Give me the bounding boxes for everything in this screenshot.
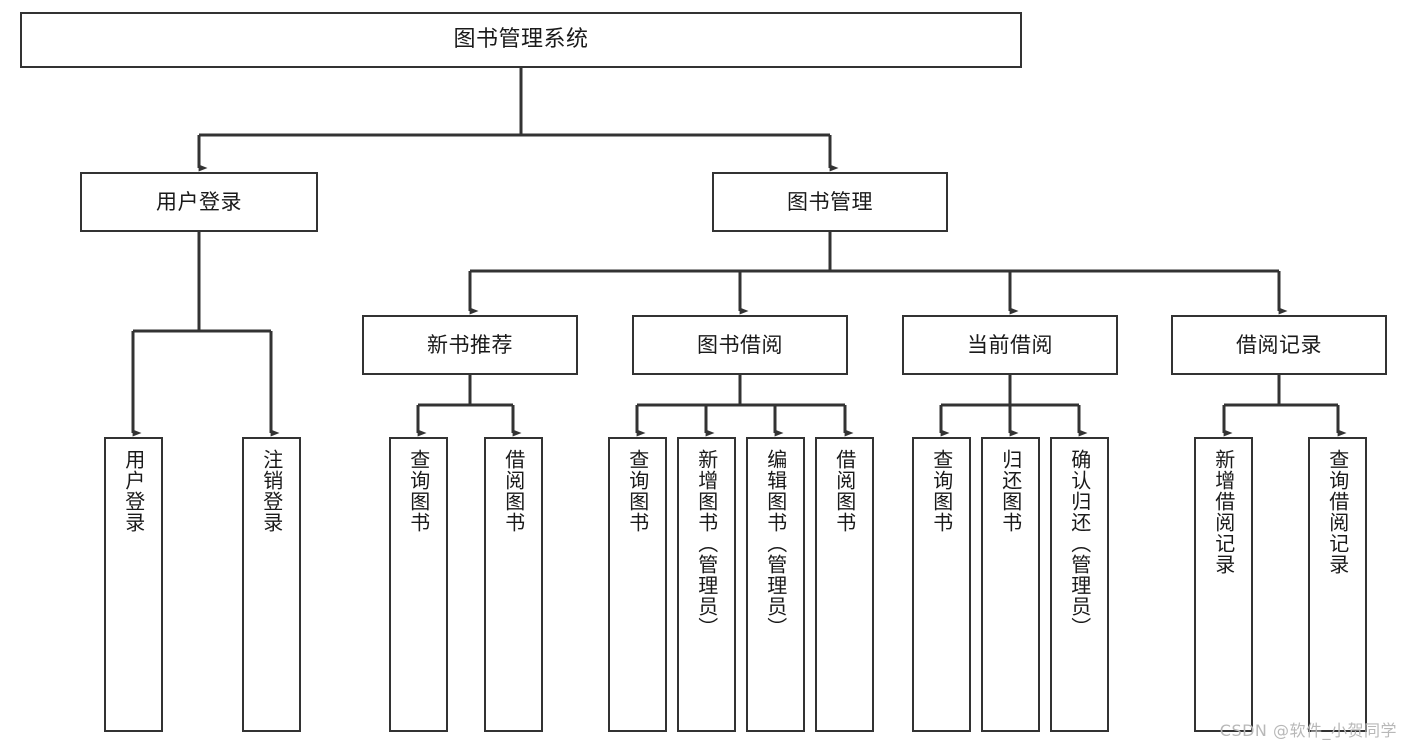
node-book-borrow-label: 图书借阅 — [697, 332, 783, 357]
node-leaf-query-book-1[interactable]: 查询图书 — [389, 437, 448, 732]
node-new-book-recommend-label: 新书推荐 — [427, 332, 513, 357]
csdn-watermark: CSDN @软件_小贺同学 — [1219, 721, 1397, 740]
node-current-borrow-label: 当前借阅 — [967, 332, 1053, 357]
node-leaf-query-record-label: 查询借阅记录 — [1325, 449, 1350, 575]
node-leaf-borrow-book-2-label: 借阅图书 — [832, 449, 857, 533]
node-leaf-edit-book[interactable]: 编辑图书（管理员） — [746, 437, 805, 732]
node-current-borrow[interactable]: 当前借阅 — [902, 315, 1118, 375]
node-leaf-edit-book-label: 编辑图书（管理员） — [763, 449, 788, 638]
node-leaf-add-record-label: 新增借阅记录 — [1211, 449, 1236, 575]
node-new-book-recommend[interactable]: 新书推荐 — [362, 315, 578, 375]
node-book-manage-label: 图书管理 — [787, 189, 873, 214]
node-root-system[interactable]: 图书管理系统 — [20, 12, 1022, 68]
node-leaf-query-book-3-label: 查询图书 — [929, 449, 954, 533]
node-leaf-query-book-1-label: 查询图书 — [406, 449, 431, 533]
node-leaf-query-book-3[interactable]: 查询图书 — [912, 437, 971, 732]
node-book-borrow[interactable]: 图书借阅 — [632, 315, 848, 375]
node-borrow-record[interactable]: 借阅记录 — [1171, 315, 1387, 375]
node-root-system-label: 图书管理系统 — [453, 27, 589, 53]
node-leaf-user-logout[interactable]: 注销登录 — [242, 437, 301, 732]
node-leaf-user-logout-label: 注销登录 — [259, 449, 284, 533]
node-leaf-query-record[interactable]: 查询借阅记录 — [1308, 437, 1367, 732]
node-user-login[interactable]: 用户登录 — [80, 172, 318, 232]
node-leaf-query-book-2[interactable]: 查询图书 — [608, 437, 667, 732]
node-leaf-confirm-return-label: 确认归还（管理员） — [1067, 449, 1092, 638]
node-leaf-return-book-label: 归还图书 — [998, 449, 1023, 533]
node-leaf-add-book[interactable]: 新增图书（管理员） — [677, 437, 736, 732]
node-leaf-confirm-return[interactable]: 确认归还（管理员） — [1050, 437, 1109, 732]
node-leaf-borrow-book-2[interactable]: 借阅图书 — [815, 437, 874, 732]
node-leaf-borrow-book-1-label: 借阅图书 — [501, 449, 526, 533]
node-borrow-record-label: 借阅记录 — [1236, 332, 1322, 357]
node-leaf-query-book-2-label: 查询图书 — [625, 449, 650, 533]
node-book-manage[interactable]: 图书管理 — [712, 172, 948, 232]
node-leaf-return-book[interactable]: 归还图书 — [981, 437, 1040, 732]
node-leaf-add-book-label: 新增图书（管理员） — [694, 449, 719, 638]
node-leaf-borrow-book-1[interactable]: 借阅图书 — [484, 437, 543, 732]
node-leaf-add-record[interactable]: 新增借阅记录 — [1194, 437, 1253, 732]
node-leaf-user-login[interactable]: 用户登录 — [104, 437, 163, 732]
node-leaf-user-login-label: 用户登录 — [121, 449, 146, 533]
node-user-login-label: 用户登录 — [156, 189, 242, 214]
